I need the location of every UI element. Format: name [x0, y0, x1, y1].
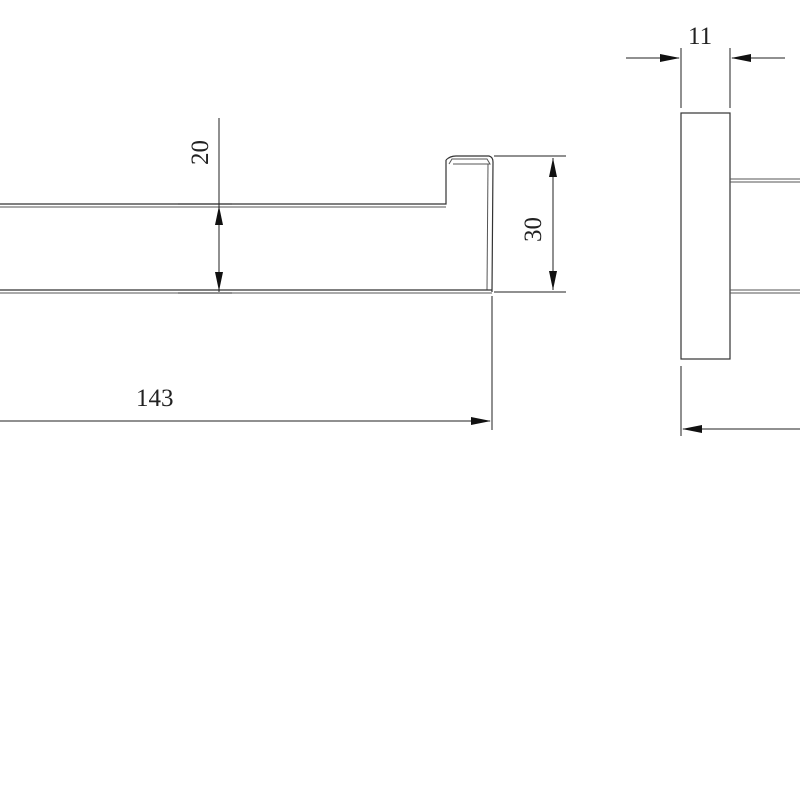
dimension-143: 143: [0, 296, 493, 430]
dim-30-label: 30: [520, 217, 547, 242]
dim-143-arrow-right: [471, 417, 491, 425]
bar-end-cap-inner: [448, 158, 491, 165]
dimension-20: 20: [178, 118, 232, 294]
wall-plate: [680, 112, 731, 360]
dim-143-label: 143: [136, 385, 174, 412]
dim-30-arrow-bottom: [549, 271, 557, 290]
dim-11-label: 11: [688, 23, 712, 50]
dim-20-arrow-bottom: [215, 272, 223, 291]
dim-11-arrow-right: [731, 54, 751, 62]
dim-11-arrow-left: [660, 54, 680, 62]
dim-20-label: 20: [187, 140, 214, 165]
bar-top-edge: [0, 160, 447, 205]
dimension-11: 11: [626, 23, 785, 108]
bar-end-inner-edge: [486, 163, 489, 291]
dim-20-arrow-top: [215, 206, 223, 225]
front-view: [680, 112, 800, 360]
dimension-30: 30: [494, 155, 566, 293]
dim-plate-arrow-left: [682, 425, 702, 433]
bar-end-cap: [445, 155, 494, 293]
side-view: [0, 155, 494, 294]
dim-30-arrow-top: [549, 158, 557, 177]
dimension-plate-width-partial: [680, 366, 800, 436]
